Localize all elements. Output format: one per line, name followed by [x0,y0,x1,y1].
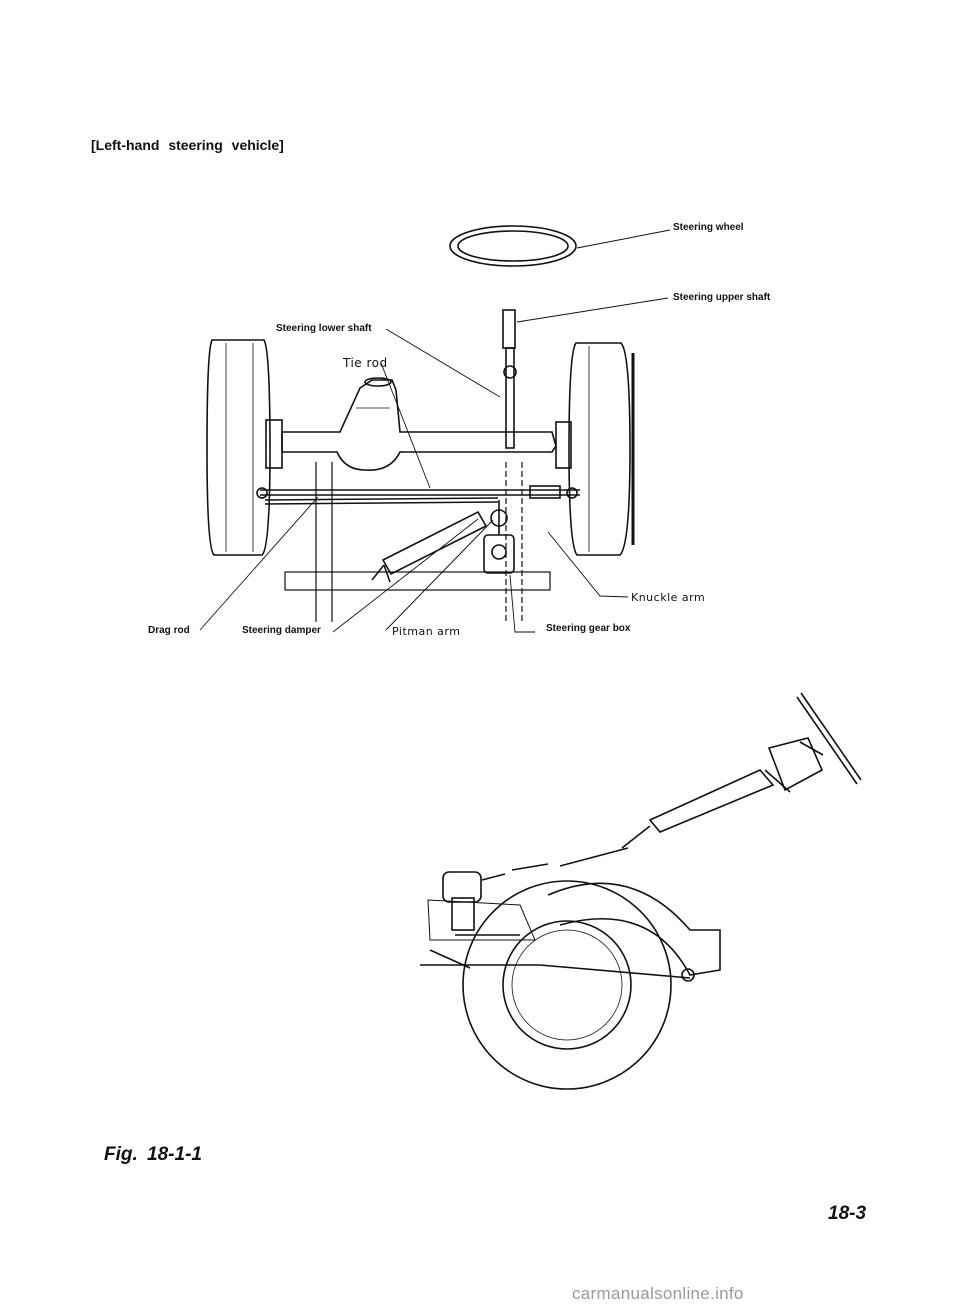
label-drag-rod-prefix: Drag [148,625,171,636]
label-drag-rod-suffix: rod [173,625,190,636]
label-tie-rod: Tie rod [343,356,388,370]
frame-rails [284,462,551,622]
label-steering-gear-box: Steering gear box [546,623,630,634]
axle-housing [281,377,557,471]
label-knuckle-arm: Knuckle arm [631,591,706,604]
section-heading: [Left-hand steering vehicle] [91,137,284,153]
watermark-text: carmanualsonline.info [572,1284,744,1303]
label-steering-damper: Steering damper [242,625,321,636]
tie-rod [256,485,580,499]
steering-column [502,309,517,449]
label-gear-box-mid: gear [588,623,610,634]
steering-wheel-ring [449,225,577,267]
label-upper-shaft-prefix: Steering [673,292,714,303]
figure-caption: Fig. 18-1-1 [104,1144,202,1165]
label-steering-lower-shaft: Steering lower shaft [276,323,372,334]
steering-damper [371,510,488,583]
steering-gear-box [483,500,515,574]
label-drag-rod: Drag rod [148,625,190,636]
label-gear-box-suffix: box [612,623,631,634]
label-pitman-arm: Pitman arm [392,625,461,638]
label-steering-upper-shaft: Steering upper shaft [673,292,770,303]
side-view-illustration [420,692,862,1090]
right-wheel [555,342,635,556]
label-upper-shaft-suffix: upper shaft [715,292,771,303]
label-steering-wheel: Steering wheel [673,222,744,233]
page-number: 18-3 [828,1203,867,1224]
label-gear-box-prefix: Steering [546,623,587,634]
left-wheel [206,339,283,556]
